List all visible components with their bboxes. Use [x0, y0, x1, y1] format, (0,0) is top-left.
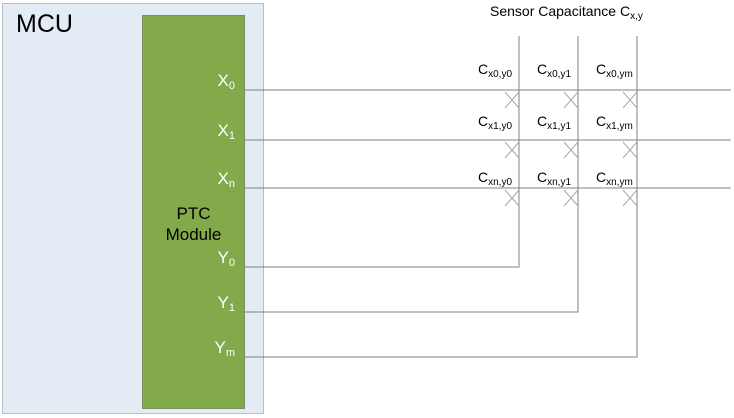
y1-pin: Y1 — [175, 293, 235, 314]
capacitance-label-x0-ym: Cx0,ym — [596, 61, 633, 80]
capacitance-sub: x0,y1 — [547, 69, 572, 80]
capacitance-label-x1-y0: Cx1,y0 — [478, 113, 513, 132]
xn-pin: Xn — [175, 169, 235, 190]
sensor-capacitance-title-sub: x,y — [630, 11, 643, 22]
y0-pin: Y0 — [175, 248, 235, 269]
crossing-x0-y0-icon — [504, 91, 520, 109]
capacitance-sub: xn,y0 — [488, 177, 513, 188]
crossing-x1-y1-icon — [563, 141, 579, 159]
ptc-module-label: PTC Module — [142, 203, 245, 245]
capacitance-label-x0-y1: Cx0,y1 — [537, 61, 572, 80]
mcu-title: MCU — [16, 10, 73, 38]
capacitance-base: C — [478, 113, 489, 129]
ym-pin-base: Y — [214, 338, 226, 357]
y0-trace — [245, 36, 520, 268]
y1-trace-path — [245, 36, 579, 313]
ym-pin: Ym — [175, 338, 235, 359]
capacitance-sub: x0,y0 — [488, 69, 513, 80]
capacitance-base: C — [478, 169, 489, 185]
capacitance-sub: xn,y1 — [547, 177, 572, 188]
xn-pin-sub: n — [228, 178, 235, 190]
capacitance-label-x1-ym: Cx1,ym — [596, 113, 633, 132]
sensor-capacitance-title-text: Sensor Capacitance C — [490, 3, 631, 19]
x1-pin: X1 — [175, 121, 235, 142]
capacitance-sub: x1,ym — [606, 121, 633, 132]
y1-trace — [245, 36, 579, 313]
capacitance-sub: x1,y0 — [488, 121, 513, 132]
ptc-module-label-line1: PTC — [176, 204, 211, 223]
capacitance-base: C — [596, 61, 607, 77]
crossing-xn-y1-icon — [563, 189, 579, 207]
capacitance-base: C — [537, 169, 548, 185]
x0-pin-base: X — [217, 71, 229, 90]
x0-pin-sub: 0 — [228, 80, 235, 92]
x1-pin-sub: 1 — [228, 130, 235, 142]
xn-pin-base: X — [217, 169, 229, 188]
crossing-x1-y0-icon — [504, 141, 520, 159]
y1-pin-sub: 1 — [228, 302, 235, 314]
crossing-x1-ym-icon — [622, 141, 638, 159]
y0-pin-base: Y — [217, 248, 229, 267]
capacitance-label-xn-y0: Cxn,y0 — [478, 169, 513, 188]
ym-trace — [245, 36, 638, 358]
y0-trace-path — [245, 36, 520, 268]
capacitance-base: C — [537, 61, 548, 77]
sensor-capacitance-title: Sensor Capacitance Cx,y — [490, 3, 643, 22]
capacitance-base: C — [596, 113, 607, 129]
capacitance-label-xn-ym: Cxn,ym — [596, 169, 633, 188]
crossing-xn-y0-icon — [504, 189, 520, 207]
ym-pin-sub: m — [225, 347, 235, 359]
crossing-xn-ym-icon — [622, 189, 638, 207]
capacitance-base: C — [537, 113, 548, 129]
y0-pin-sub: 0 — [228, 257, 235, 269]
capacitance-sub: xn,ym — [606, 177, 633, 188]
crossing-x0-ym-icon — [622, 91, 638, 109]
y1-pin-base: Y — [217, 293, 229, 312]
crossing-x0-y1-icon — [563, 91, 579, 109]
capacitance-label-xn-y1: Cxn,y1 — [537, 169, 572, 188]
capacitance-label-x0-y0: Cx0,y0 — [478, 61, 513, 80]
x0-pin: X0 — [175, 71, 235, 92]
capacitance-base: C — [478, 61, 489, 77]
x1-pin-base: X — [217, 121, 229, 140]
ptc-module-label-line2: Module — [165, 225, 222, 244]
ptc-module-block — [142, 15, 245, 409]
capacitance-label-x1-y1: Cx1,y1 — [537, 113, 572, 132]
ym-trace-path — [245, 36, 638, 358]
capacitance-sub: x0,ym — [606, 69, 633, 80]
capacitance-sub: x1,y1 — [547, 121, 572, 132]
capacitance-base: C — [596, 169, 607, 185]
